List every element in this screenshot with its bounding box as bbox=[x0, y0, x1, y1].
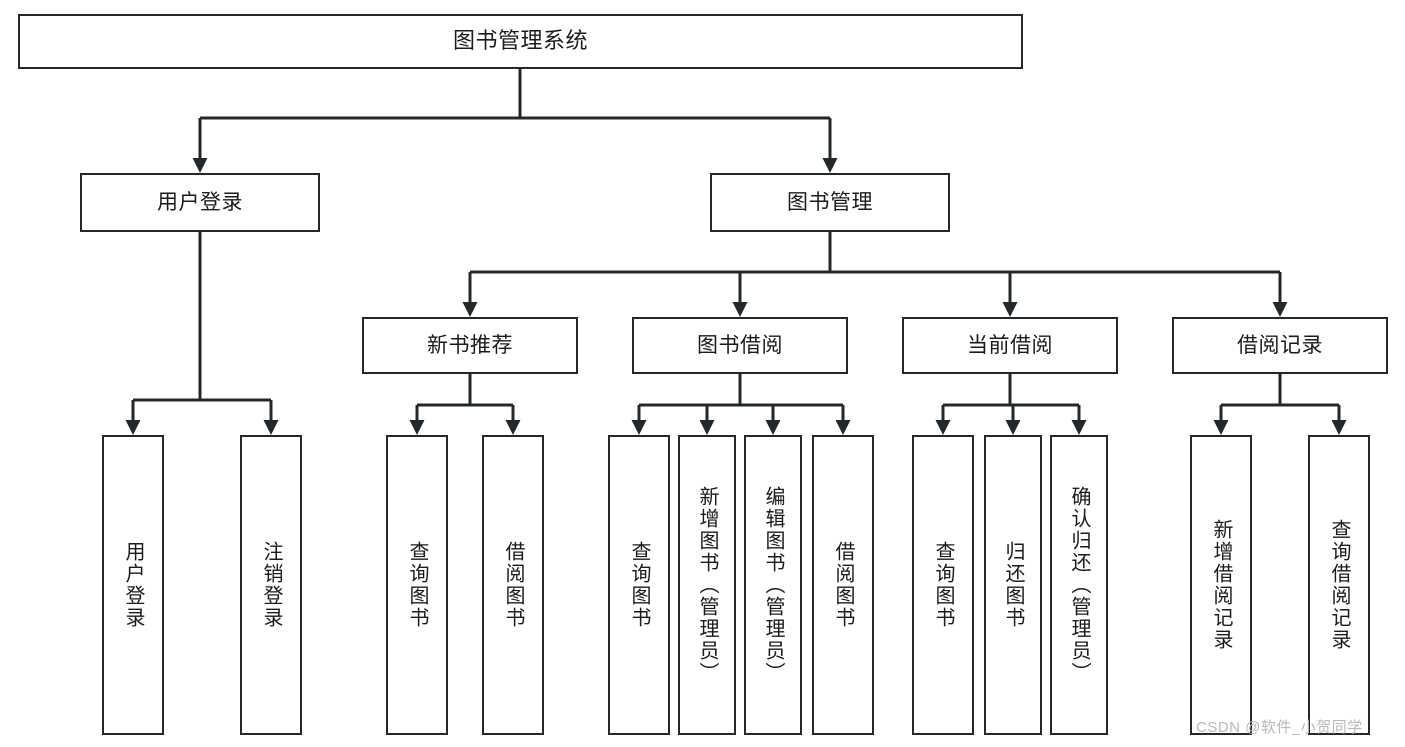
node-leaf-edit-book[interactable]: 编辑图书（管理员） bbox=[744, 435, 802, 735]
book-manage-bus-arrow-3-head bbox=[1272, 302, 1288, 317]
root-bus-arrow-1-head bbox=[822, 158, 838, 173]
node-leaf-query-book-3[interactable]: 查询图书 bbox=[912, 435, 974, 735]
node-borrow-record[interactable]: 借阅记录 bbox=[1172, 317, 1388, 374]
book-borrow-bus-arrow-2-head bbox=[765, 420, 781, 435]
node-label: 借阅图书 bbox=[832, 541, 854, 629]
node-label: 用户登录 bbox=[122, 541, 144, 629]
node-label: 查询图书 bbox=[406, 541, 428, 629]
node-current-borrow[interactable]: 当前借阅 bbox=[902, 317, 1118, 374]
node-leaf-borrow-book-1[interactable]: 借阅图书 bbox=[482, 435, 544, 735]
book-manage-bus-arrow-1-head bbox=[732, 302, 748, 317]
node-book-manage[interactable]: 图书管理 bbox=[710, 173, 950, 232]
book-borrow-bus-arrow-1-head bbox=[699, 420, 715, 435]
node-leaf-confirm-return[interactable]: 确认归还（管理员） bbox=[1050, 435, 1108, 735]
node-label: 查询图书 bbox=[628, 541, 650, 629]
node-leaf-user-logout[interactable]: 注销登录 bbox=[240, 435, 302, 735]
node-label: 借阅图书 bbox=[502, 541, 524, 629]
node-leaf-add-book[interactable]: 新增图书（管理员） bbox=[678, 435, 736, 735]
current-borrow-bus-arrow-2-head bbox=[1071, 420, 1087, 435]
node-label: 编辑图书（管理员） bbox=[762, 486, 784, 684]
user-login-bus-arrow-1-head bbox=[263, 420, 279, 435]
node-new-book-rec[interactable]: 新书推荐 bbox=[362, 317, 578, 374]
borrow-record-bus-arrow-1-head bbox=[1331, 420, 1347, 435]
csdn-watermark: CSDN @软件_小贺同学 bbox=[1196, 719, 1363, 736]
node-label: 新增借阅记录 bbox=[1210, 519, 1232, 651]
node-leaf-add-record[interactable]: 新增借阅记录 bbox=[1190, 435, 1252, 735]
book-manage-bus-arrow-2-head bbox=[1002, 302, 1018, 317]
node-label: 归还图书 bbox=[1002, 541, 1024, 629]
node-label: 查询借阅记录 bbox=[1328, 519, 1350, 651]
node-leaf-borrow-book-2[interactable]: 借阅图书 bbox=[812, 435, 874, 735]
node-label: 图书管理 bbox=[787, 190, 873, 214]
node-label: 注销登录 bbox=[260, 541, 282, 629]
node-leaf-query-record[interactable]: 查询借阅记录 bbox=[1308, 435, 1370, 735]
node-label: 借阅记录 bbox=[1237, 333, 1323, 357]
book-borrow-bus-arrow-3-head bbox=[835, 420, 851, 435]
node-root[interactable]: 图书管理系统 bbox=[18, 14, 1023, 69]
node-label: 当前借阅 bbox=[967, 333, 1053, 357]
book-manage-bus-arrow-0-head bbox=[462, 302, 478, 317]
node-leaf-query-book-2[interactable]: 查询图书 bbox=[608, 435, 670, 735]
node-label: 确认归还（管理员） bbox=[1068, 486, 1090, 684]
node-leaf-query-book-1[interactable]: 查询图书 bbox=[386, 435, 448, 735]
node-user-login[interactable]: 用户登录 bbox=[80, 173, 320, 232]
node-leaf-user-login[interactable]: 用户登录 bbox=[102, 435, 164, 735]
node-label: 用户登录 bbox=[157, 190, 243, 214]
new-book-rec-bus-arrow-1-head bbox=[505, 420, 521, 435]
current-borrow-bus-arrow-1-head bbox=[1005, 420, 1021, 435]
node-label: 查询图书 bbox=[932, 541, 954, 629]
user-login-bus-arrow-0-head bbox=[125, 420, 141, 435]
current-borrow-bus-arrow-0-head bbox=[935, 420, 951, 435]
book-borrow-bus-arrow-0-head bbox=[631, 420, 647, 435]
borrow-record-bus-arrow-0-head bbox=[1213, 420, 1229, 435]
node-label: 图书借阅 bbox=[697, 333, 783, 357]
new-book-rec-bus-arrow-0-head bbox=[409, 420, 425, 435]
node-label: 图书管理系统 bbox=[452, 28, 588, 54]
node-leaf-return-book[interactable]: 归还图书 bbox=[984, 435, 1042, 735]
node-label: 新增图书（管理员） bbox=[696, 486, 718, 684]
node-label: 新书推荐 bbox=[427, 333, 513, 357]
node-book-borrow[interactable]: 图书借阅 bbox=[632, 317, 848, 374]
root-bus-arrow-0-head bbox=[192, 158, 208, 173]
